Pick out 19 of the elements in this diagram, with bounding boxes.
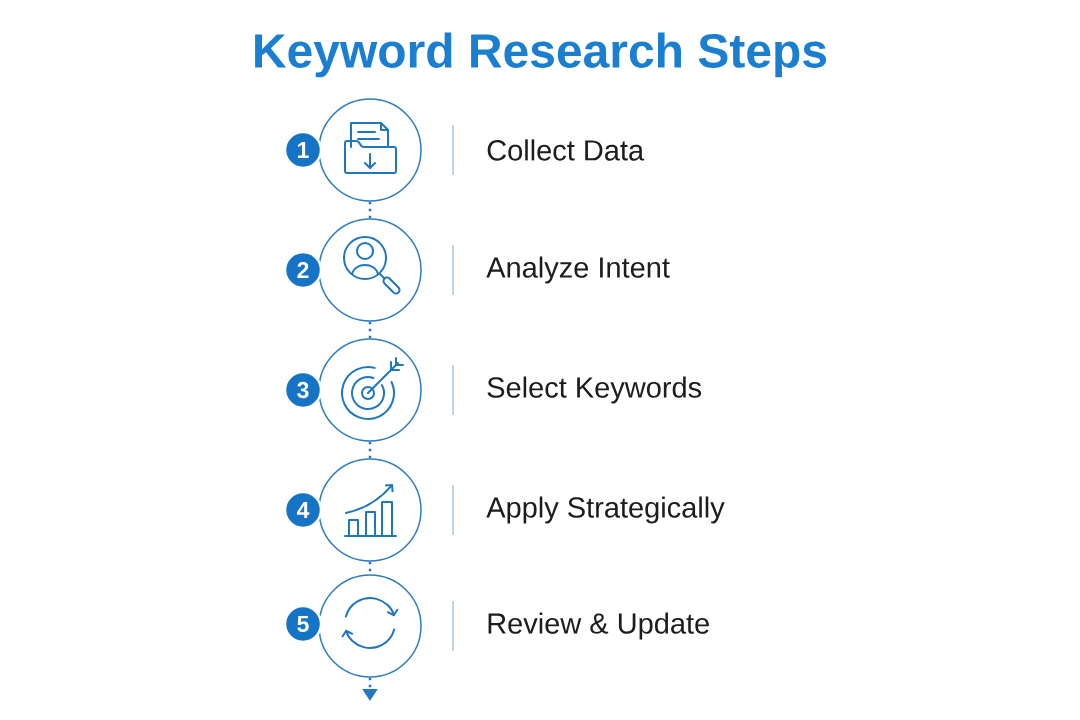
- step-title: Select Keywords: [487, 376, 702, 404]
- step-title: Analyze Intent: [486, 256, 670, 284]
- number-badge: 4: [283, 490, 323, 530]
- number-badge: 5: [283, 604, 323, 644]
- step-title: Review & Update: [488, 612, 709, 640]
- connector: [368, 201, 372, 219]
- connector: [368, 321, 372, 339]
- number-badge: 1: [283, 130, 323, 170]
- step-circle: [318, 98, 422, 202]
- number-badge: 2: [283, 250, 323, 290]
- step-circle: [318, 218, 422, 322]
- step-circle: [318, 574, 422, 678]
- step-title: Apply Strategically: [486, 496, 725, 524]
- step-circle: [318, 338, 422, 442]
- step-title: Collect Data: [487, 139, 645, 161]
- number-badge: 3: [283, 370, 323, 410]
- connector: [368, 441, 372, 459]
- step-circle: [318, 458, 422, 562]
- title: Keyword Research Steps: [255, 32, 827, 78]
